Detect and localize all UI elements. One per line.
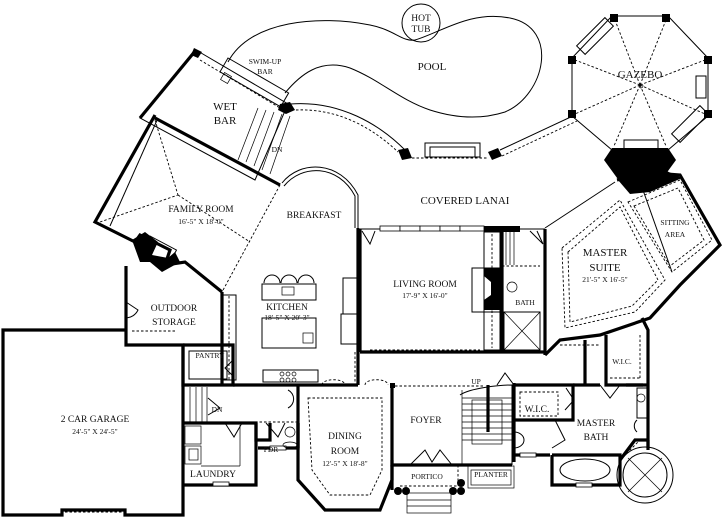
pdr-label: PDR	[264, 445, 279, 454]
pool-label: POOL	[418, 61, 447, 73]
garage-dims: 24'-5" X 24'-5"	[72, 427, 118, 436]
master-suite-walls	[543, 168, 722, 357]
laundry-label: LAUNDRY	[190, 470, 236, 480]
dining-room-dims: 12'-5" X 18'-8"	[322, 459, 368, 468]
living-room-dims: 17'-9" X 16'-0"	[402, 291, 448, 300]
foyer-stair-treads	[459, 384, 513, 465]
garage-label: 2 CAR GARAGE	[61, 415, 130, 425]
portico	[390, 465, 515, 514]
living-room-label: LIVING ROOM	[393, 280, 457, 290]
cooktop-burners	[279, 371, 297, 383]
lanai-pool-edge	[278, 102, 578, 160]
covered-lanai-label: COVERED LANAI	[421, 195, 510, 207]
kitchen-label: KITCHEN	[266, 303, 308, 313]
garage-walls	[1, 328, 185, 517]
garage-stairs	[189, 387, 208, 423]
dining-room-walls	[296, 352, 395, 512]
garage-stair-down-label: DN	[212, 405, 223, 414]
pantry-label: PANTRY	[196, 351, 225, 360]
lanai-doors	[379, 225, 485, 232]
wet-bar-structure	[138, 48, 291, 181]
breakfast-label: BREAKFAST	[287, 211, 342, 221]
gazebo-label: GAZEBO	[618, 69, 663, 81]
hot-tub-circle	[401, 3, 441, 43]
pool-outline	[227, 3, 543, 118]
wet-bar-stair-down-label: DN	[272, 145, 283, 154]
closet-shelves	[505, 232, 515, 265]
foyer-stair-up-label: UP	[471, 377, 481, 386]
outdoor-storage-walls	[124, 266, 237, 385]
family-room-label: FAMILY ROOM	[168, 205, 234, 215]
master-suite-dims: 21'-5" X 16'-5"	[582, 275, 628, 284]
portico-label: PORTICO	[411, 472, 443, 481]
gazebo-ceiling-rays	[574, 19, 706, 147]
kitchen-dims: 18'-5" X 20'-3"	[264, 313, 310, 322]
living-room-walls	[358, 225, 547, 355]
wic-upper-label: W.I.C.	[612, 357, 632, 366]
gazebo-structure	[568, 14, 712, 182]
kitchen-fixtures	[261, 228, 360, 385]
family-room-walls	[92, 114, 359, 294]
foyer-label: FOYER	[410, 416, 442, 426]
family-room-dims: 16'-5" X 18'-0"	[178, 217, 224, 226]
bath-label: BATH	[515, 298, 535, 307]
planter-label: PLANTER	[474, 470, 508, 479]
wet-bar-stairs	[237, 107, 291, 175]
wic-lower-label: W.I.C.	[525, 405, 550, 415]
master-bath-walls	[513, 383, 674, 504]
